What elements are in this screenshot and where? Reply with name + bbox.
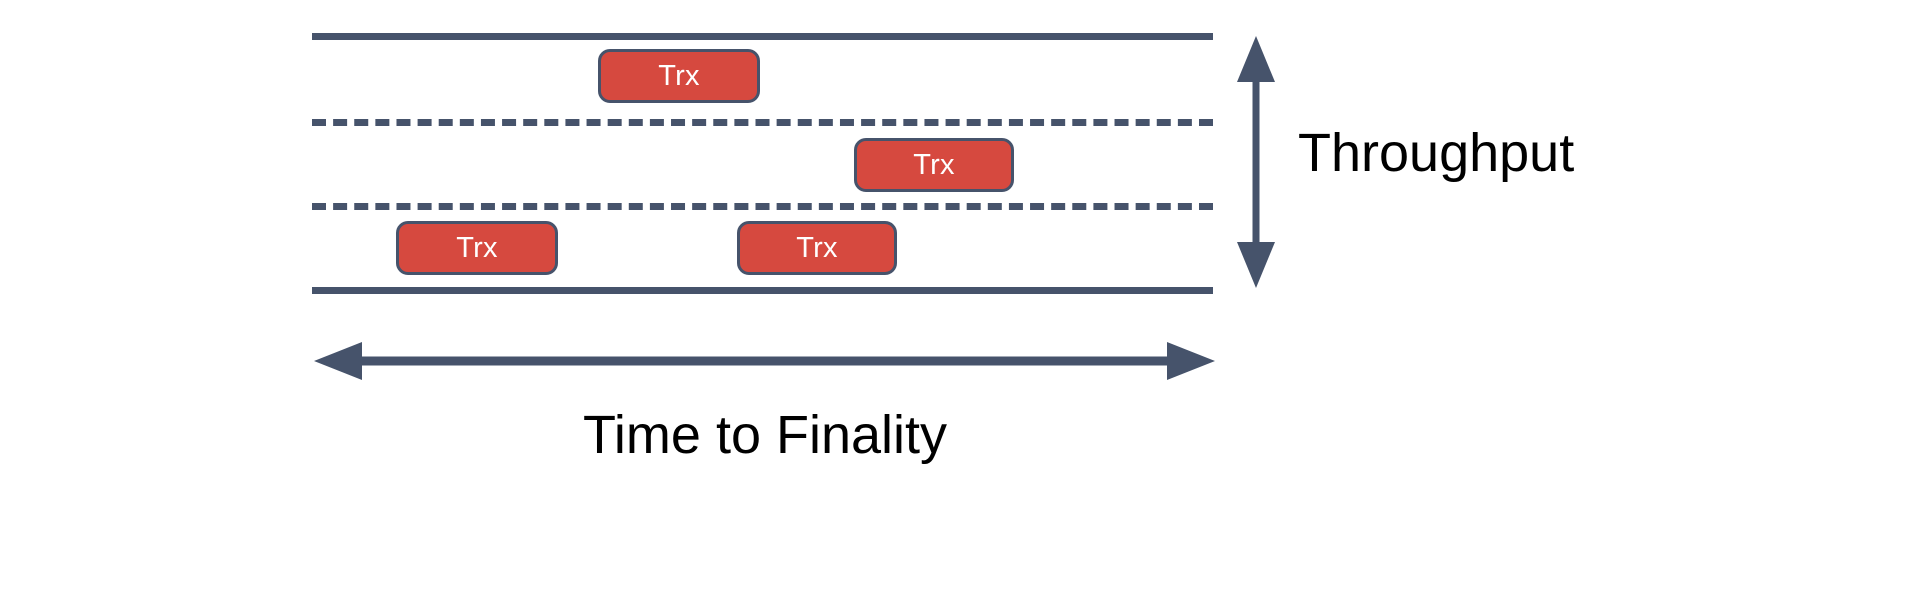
transaction-box[interactable]: Trx bbox=[854, 138, 1014, 192]
lane-line-top bbox=[312, 33, 1213, 40]
throughput-label: Throughput bbox=[1298, 123, 1575, 183]
time-to-finality-label: Time to Finality bbox=[582, 405, 948, 465]
double-headed-vertical-arrow-icon bbox=[1237, 36, 1275, 288]
transaction-box[interactable]: Trx bbox=[396, 221, 558, 275]
lane-line-mid-2 bbox=[312, 203, 1213, 210]
lane-line-bottom bbox=[312, 287, 1213, 294]
lane-line-mid-1 bbox=[312, 119, 1213, 126]
transaction-box[interactable]: Trx bbox=[598, 49, 760, 103]
double-headed-horizontal-arrow-icon bbox=[314, 342, 1215, 380]
transaction-box[interactable]: Trx bbox=[737, 221, 897, 275]
